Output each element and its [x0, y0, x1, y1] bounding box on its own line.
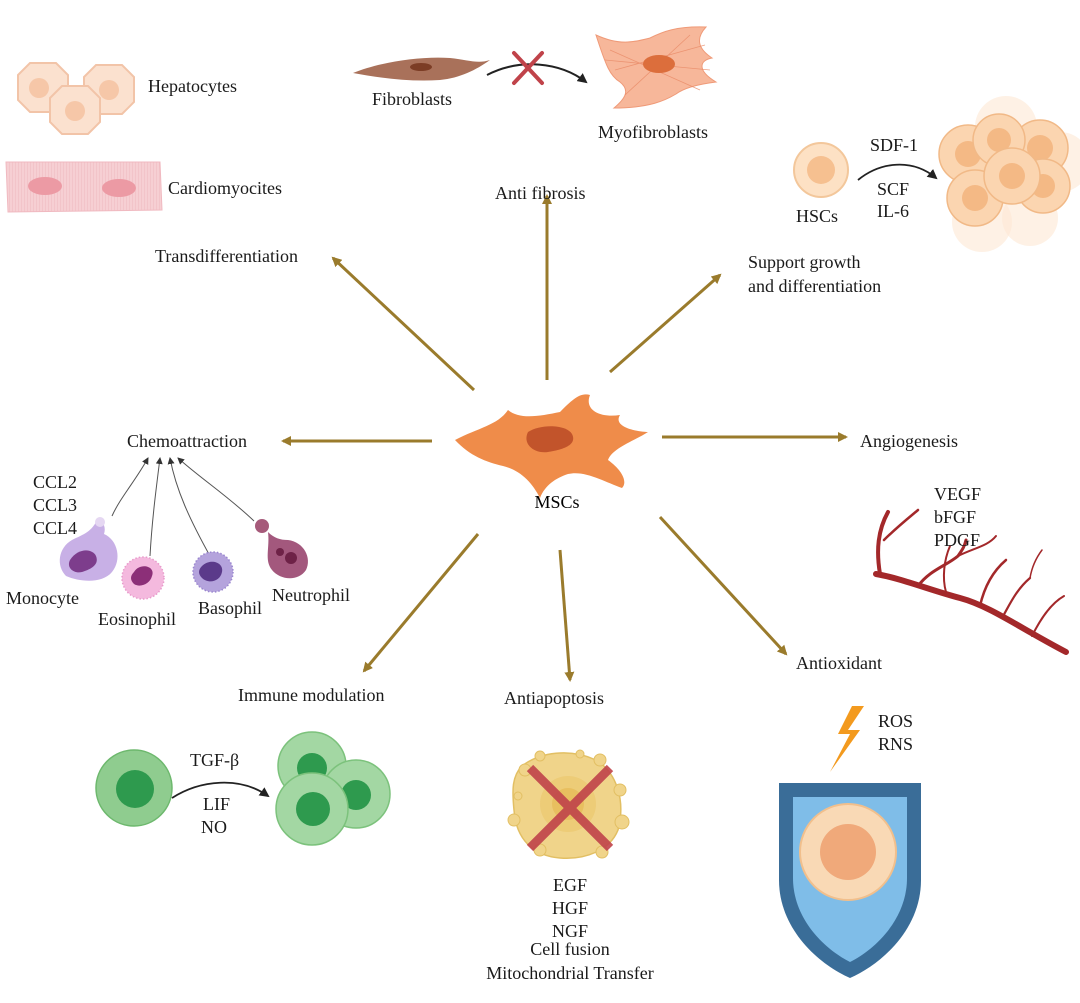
hscs-label: HSCs	[796, 206, 839, 226]
chemokine-ccl2: CCL2	[33, 472, 78, 492]
arrow-antiapoptosis	[558, 549, 575, 682]
support-title-line2: and differentiation	[748, 276, 882, 296]
proliferated-cells-icon	[275, 731, 391, 846]
species-rns: RNS	[878, 734, 914, 754]
hsc-arrow	[857, 163, 938, 181]
angiogenic-factor-list: VEGF bFGF PDGF	[934, 483, 981, 552]
arrow-support-growth	[609, 273, 722, 374]
factor-no: NO	[201, 817, 227, 837]
immune-modulation-title: Immune modulation	[238, 685, 385, 705]
msc-label: MSCs	[534, 492, 579, 512]
hepatocytes-icon	[17, 62, 135, 135]
antioxidant-title: Antioxidant	[796, 653, 882, 673]
fibroblasts-label: Fibroblasts	[372, 89, 453, 109]
fibroblast-icon	[353, 57, 490, 81]
cell-cluster-icon	[938, 96, 1080, 252]
myofibroblast-icon	[595, 26, 718, 109]
arrow-antioxidant	[658, 515, 788, 656]
anti-fibrosis-title: Anti fibrosis	[495, 183, 586, 203]
neutrophil-icon	[255, 519, 308, 579]
myofibroblasts-label: Myofibroblasts	[598, 122, 708, 142]
cell-fusion-label: Cell fusion	[530, 939, 610, 959]
arrow-transdifferentiation	[331, 256, 476, 392]
hsc-icon	[793, 142, 849, 198]
factor-ngf: NGF	[551, 921, 588, 941]
factor-bfgf: bFGF	[934, 507, 977, 527]
hepatocytes-label: Hepatocytes	[148, 76, 237, 96]
eosinophil-icon	[121, 556, 165, 600]
monocyte-label: Monocyte	[6, 588, 79, 608]
reactive-species-list: ROS RNS	[878, 710, 913, 756]
lightning-icon	[830, 706, 864, 772]
radial-arrows	[281, 194, 848, 682]
mitochondrial-transfer-label: Mitochondrial Transfer	[486, 963, 654, 983]
factor-egf: EGF	[552, 875, 587, 895]
msc-cell	[455, 394, 648, 498]
arrow-immune-modulation	[362, 533, 480, 673]
factor-hgf: HGF	[551, 898, 588, 918]
chemokine-list: CCL2 CCL3 CCL4	[33, 471, 77, 540]
factor-vegf: VEGF	[934, 484, 982, 504]
factor-scf: SCF	[877, 179, 910, 199]
transdifferentiation-title: Transdifferentiation	[155, 246, 298, 266]
basophil-label: Basophil	[198, 598, 263, 618]
factor-tgf-beta: TGF-β	[190, 750, 240, 770]
cross-icon	[526, 764, 614, 852]
neutrophil-label: Neutrophil	[272, 585, 350, 605]
chemoattraction-title: Chemoattraction	[127, 431, 247, 451]
basophil-icon	[192, 551, 234, 593]
shield-icon	[779, 783, 921, 978]
immune-arrow	[171, 781, 270, 799]
blood-vessel-icon	[873, 508, 1069, 655]
fibroblast-arrow	[486, 63, 588, 84]
chemokine-ccl4: CCL4	[33, 518, 78, 538]
factor-lif: LIF	[203, 794, 230, 814]
support-title-line1: Support growth	[748, 252, 861, 272]
monocyte-icon	[59, 517, 118, 581]
species-ros: ROS	[878, 711, 914, 731]
chemokine-ccl3: CCL3	[33, 495, 78, 515]
chemoattraction-arrows	[111, 457, 255, 557]
cardiomyocytes-label: Cardiomyocites	[168, 178, 282, 198]
immune-cell-icon	[95, 749, 173, 827]
antiapoptosis-title: Antiapoptosis	[504, 688, 605, 708]
cardiomyocytes-icon	[5, 161, 163, 213]
eosinophil-label: Eosinophil	[98, 609, 177, 629]
blocked-cross-icon	[512, 51, 544, 85]
factor-il6: IL-6	[877, 201, 909, 221]
factor-sdf1: SDF-1	[870, 135, 919, 155]
factor-pdgf: PDGF	[934, 530, 981, 550]
angiogenesis-title: Angiogenesis	[860, 431, 958, 451]
antiapoptotic-factor-list: EGF HGF NGF	[520, 874, 620, 943]
